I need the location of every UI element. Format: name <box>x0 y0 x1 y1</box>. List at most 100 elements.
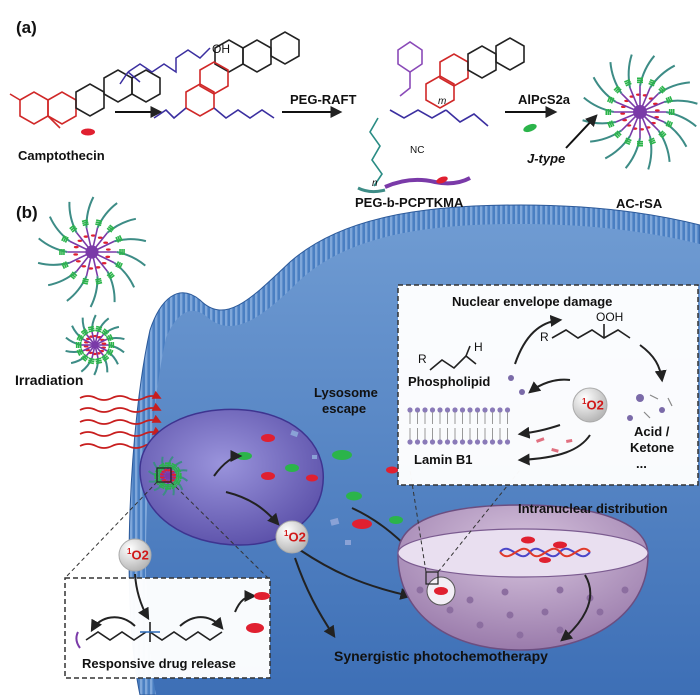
dye-stack <box>610 97 615 104</box>
dye-stack <box>80 348 85 355</box>
peg-arm <box>176 475 189 482</box>
peg-arm <box>152 461 161 473</box>
lipid-head <box>414 439 421 445</box>
drug-dot <box>105 255 111 259</box>
zoom-box-nucleus <box>425 571 439 585</box>
dye-stack <box>61 235 66 242</box>
lipid-head <box>467 407 473 413</box>
lipid-head <box>459 407 466 413</box>
dye-stack <box>649 80 656 85</box>
peg-arm <box>604 135 631 160</box>
dye-stack <box>78 334 83 341</box>
camptothecin-label: Camptothecin <box>18 148 105 163</box>
dye-stack <box>110 342 113 348</box>
dye-stack <box>83 353 89 359</box>
fragment-nc: NC <box>410 145 425 156</box>
r-label-1: R <box>418 352 427 366</box>
micelle-core <box>85 245 99 259</box>
dye-stack <box>658 130 664 136</box>
lipid-head <box>422 439 428 445</box>
dye-stack <box>87 325 95 329</box>
synergistic-label: Synergistic photochemotherapy <box>334 648 548 664</box>
lipid-head <box>474 439 481 445</box>
dye-stack <box>614 131 621 138</box>
monomer-structure <box>153 31 300 120</box>
micelle-in-lysosome <box>147 455 189 497</box>
dye-stack <box>616 88 622 94</box>
dye-stack <box>180 473 182 479</box>
dye-stack <box>69 274 75 280</box>
dye-stack <box>608 96 613 103</box>
dye-stack <box>102 355 109 361</box>
nuclear-drugs <box>521 536 567 563</box>
lamin-label: Lamin B1 <box>414 452 473 467</box>
lipid-head <box>422 407 428 413</box>
peg-arm <box>153 483 165 492</box>
singlet-oxygen-label-release: 1O2 <box>127 547 149 563</box>
dye-stack <box>69 224 75 230</box>
lipid-head <box>437 407 443 413</box>
acid-ketone-ellipsis: ... <box>636 456 647 471</box>
peg-arm <box>89 276 99 308</box>
dye-stack <box>625 82 632 87</box>
dye-stack <box>669 96 674 103</box>
dye-stack <box>82 221 89 225</box>
lipid-bilayer <box>407 407 511 445</box>
peg-arm <box>161 456 165 469</box>
damage-cycle-arrows <box>514 314 667 466</box>
peg-arm <box>175 469 188 473</box>
dye-stack <box>95 325 103 329</box>
drug-dot <box>81 265 87 268</box>
dye-stack <box>96 219 103 223</box>
peg-arm <box>96 202 118 229</box>
release-arrows <box>90 573 257 633</box>
dye-stack <box>71 271 78 277</box>
dye-stack <box>636 81 643 84</box>
dye-stack <box>103 356 110 362</box>
drug-dot <box>97 236 103 239</box>
peg-raft-label: PEG-RAFT <box>290 92 357 107</box>
nuclear-pore <box>476 621 484 629</box>
lipid-head <box>467 439 473 445</box>
dye-stack <box>107 226 114 232</box>
phospholipid-label: Phospholipid <box>408 374 491 389</box>
dye-stack <box>76 349 81 356</box>
drug-dot <box>101 262 107 265</box>
dye-stack <box>78 349 83 356</box>
peg-arm <box>171 460 183 469</box>
peg-arm <box>649 64 676 89</box>
dye-stack <box>83 331 89 337</box>
dye-stack <box>613 133 619 139</box>
lipid-head <box>504 407 511 413</box>
dye-stack <box>109 334 114 341</box>
drug-dot <box>90 234 96 237</box>
dye-stack <box>158 484 165 490</box>
degradation-products <box>508 375 673 453</box>
nucleus-cut-surface <box>397 528 649 578</box>
dye-stack <box>648 82 655 87</box>
fragment-oh: OH <box>212 42 230 56</box>
drug-dot <box>101 342 107 345</box>
lipid-head <box>497 439 503 445</box>
dye-stack <box>81 329 88 335</box>
lipid-head <box>414 407 421 413</box>
nuclear-pore <box>506 611 514 619</box>
dye-stack <box>154 472 157 479</box>
dye-stack <box>82 277 89 281</box>
dye-stack <box>88 357 95 361</box>
dye-stack <box>109 224 115 230</box>
dye-stack <box>661 133 667 139</box>
dye-pill-icon <box>523 123 537 133</box>
dye-stack <box>164 485 172 488</box>
drug-dot <box>171 473 177 476</box>
dye-stack <box>64 261 69 268</box>
micelle-small <box>65 314 125 376</box>
intranuclear-label: Intranuclear distribution <box>518 501 668 516</box>
peg-tail-icon <box>357 186 386 194</box>
dye-stack <box>117 235 122 243</box>
dye-stack <box>606 121 611 128</box>
dye-stack <box>80 356 87 362</box>
dye-stack <box>649 141 656 146</box>
dye-stack <box>95 223 102 227</box>
